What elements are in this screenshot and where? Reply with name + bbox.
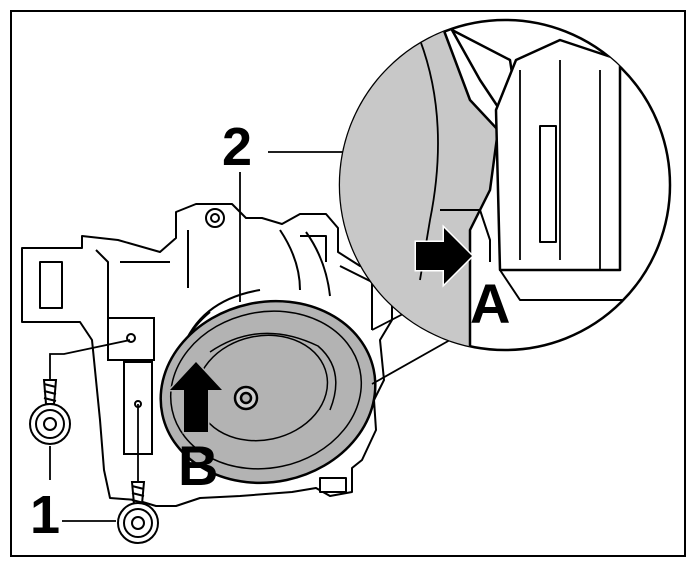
- torx-screw-icon: [29, 379, 71, 445]
- arrow-right-icon: [414, 224, 475, 288]
- arrow-up-icon: [166, 359, 226, 434]
- callout-part-1: 1: [30, 485, 61, 545]
- leader-lines: [49, 151, 451, 522]
- callout-part-2: 2: [222, 117, 253, 177]
- horn: [159, 299, 377, 485]
- callout-detail-A: A: [470, 272, 511, 335]
- callout-direction-B: B: [178, 434, 219, 497]
- stud-icon: [205, 208, 225, 228]
- torx-screw-icon: [117, 481, 159, 544]
